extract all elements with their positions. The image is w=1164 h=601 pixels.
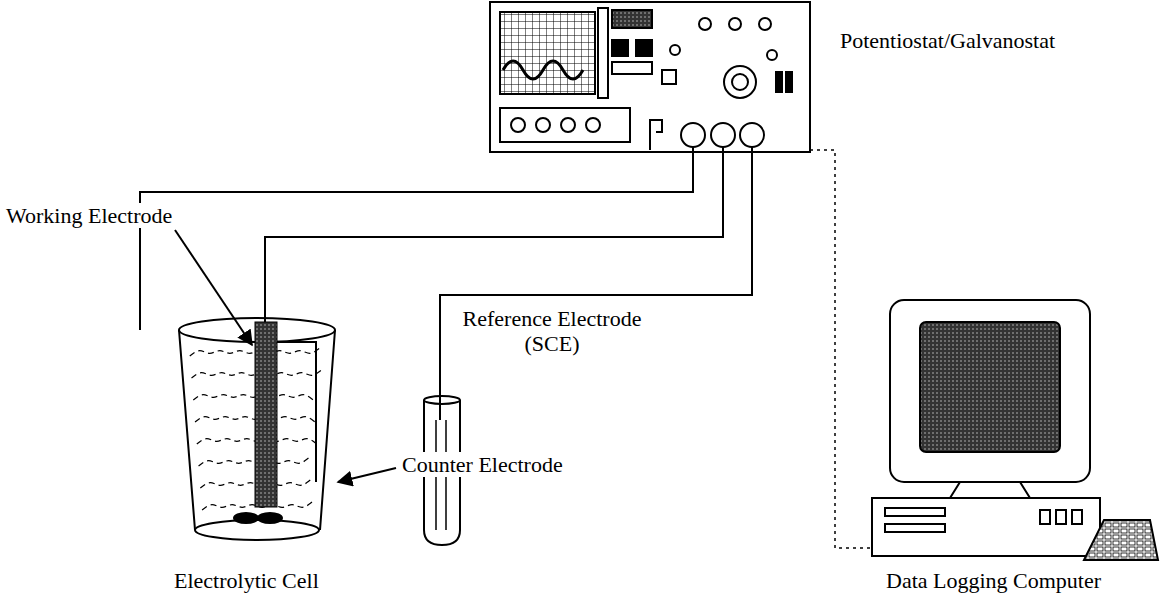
potentiostat-illustration — [490, 2, 810, 152]
leader-arrows — [175, 230, 396, 482]
electrolyte-wave — [199, 458, 309, 466]
lead-wires — [140, 147, 870, 548]
electrolytic-cell-illustration — [179, 318, 460, 545]
device-label: Data Logging Computer — [884, 568, 1103, 593]
apparatus-label: Electrolytic Cell — [172, 568, 321, 593]
part-label: Reference Electrode (SCE) — [452, 306, 652, 356]
electrolyte-wave — [193, 395, 313, 400]
computer-illustration — [872, 300, 1158, 560]
part-label: Counter Electrode — [400, 452, 565, 477]
instrument-label: Potentiostat/Galvanostat — [838, 28, 1057, 53]
part-label: Working Electrode — [4, 203, 174, 228]
